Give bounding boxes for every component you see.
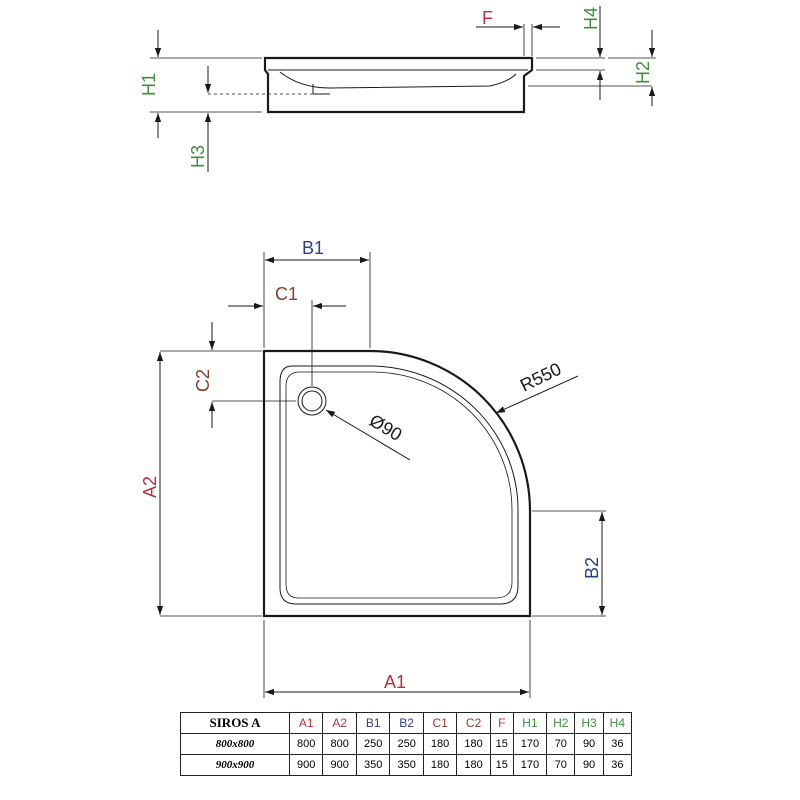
table-header-h4: H4	[602, 712, 633, 734]
plan-inner-basin	[279, 365, 519, 605]
drain-inner-circle	[301, 390, 323, 412]
table-cell: 170	[512, 754, 548, 776]
table-header-c2: C2	[456, 712, 491, 734]
table-cell: 180	[456, 733, 491, 755]
table-header-h2: H2	[546, 712, 576, 734]
table-cell: 70	[546, 754, 576, 776]
table-header-b1: B1	[355, 712, 391, 734]
side-view-tray-outline	[263, 56, 534, 114]
table-cell: 180	[422, 754, 458, 776]
table-cell: 170	[512, 733, 548, 755]
table-cell: 800	[288, 733, 324, 755]
table-cell: 250	[389, 733, 424, 755]
table-cell: 350	[355, 754, 391, 776]
table-cell: 70	[546, 733, 576, 755]
dim-c2-label: C2	[193, 369, 213, 392]
table-model-name: SIROS A	[180, 712, 290, 734]
dim-a2-label: A2	[140, 476, 160, 498]
dim-radius-label: R550	[517, 359, 564, 396]
table-cell: 36	[602, 754, 633, 776]
dim-a1-label: A1	[384, 672, 406, 692]
drain-outer-circle	[297, 386, 327, 416]
table-cell: 90	[574, 754, 604, 776]
table-header-h1: H1	[512, 712, 548, 734]
table-cell: 350	[389, 754, 424, 776]
dim-h4-label: H4	[581, 7, 601, 30]
table-cell: 90	[574, 733, 604, 755]
table-header-f: F	[489, 712, 514, 734]
plan-inner-edge	[285, 371, 513, 599]
dim-diameter-leader	[325, 409, 411, 461]
table-header-a2: A2	[322, 712, 357, 734]
dim-b2-label: B2	[582, 557, 602, 579]
table-cell: 900	[322, 754, 357, 776]
table-header-b2: B2	[389, 712, 424, 734]
table-row-size: 900x900	[180, 754, 290, 776]
table-cell: 36	[602, 733, 633, 755]
side-view: H1 H3 F H4 H2	[139, 6, 656, 172]
dim-diameter-label: Ø90	[366, 410, 405, 445]
table-cell: 15	[489, 733, 514, 755]
table-cell: 180	[456, 754, 491, 776]
table-cell: 180	[422, 733, 458, 755]
dim-c1-label: C1	[275, 284, 298, 304]
table-cell: 250	[355, 733, 391, 755]
table-cell: 900	[288, 754, 324, 776]
dim-h3-label: H3	[188, 145, 208, 168]
plan-outer-outline	[262, 349, 532, 618]
table-row-size: 800x800	[180, 733, 290, 755]
dim-b1-label: B1	[302, 238, 324, 258]
table-header-c1: C1	[422, 712, 458, 734]
table-header-h3: H3	[574, 712, 604, 734]
dim-h2-label: H2	[633, 61, 653, 84]
table-cell: 15	[489, 754, 514, 776]
plan-view: Ø90 R550 B1 C1 C2 A2 B2	[140, 238, 606, 698]
dim-f-label: F	[482, 8, 493, 28]
side-view-drain	[312, 84, 330, 95]
side-view-basin-curve	[279, 71, 517, 89]
dim-h1-label: H1	[139, 73, 159, 96]
table-cell: 800	[322, 733, 357, 755]
table-header-a1: A1	[288, 712, 324, 734]
dim-radius-leader	[495, 375, 579, 414]
